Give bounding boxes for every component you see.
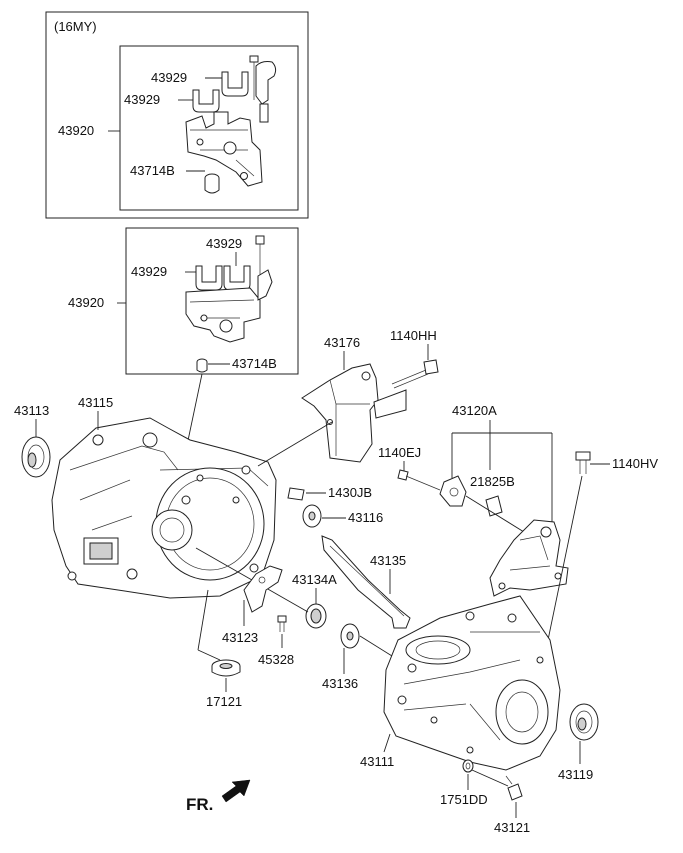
oil-seal-43119: [569, 703, 599, 741]
variant-label: (16MY): [54, 19, 97, 34]
callout-43714b-top: 43714B: [130, 163, 175, 178]
front-label: FR.: [186, 795, 213, 814]
callout-43920-top: 43920: [58, 123, 94, 138]
seal-43134a: [305, 603, 327, 629]
bolt-1140hv: [575, 451, 591, 474]
shift-bracket-16my: [185, 55, 277, 194]
callout-1140hh: 1140HH: [390, 328, 437, 343]
callout-1751dd: 1751DD: [440, 792, 488, 807]
callout-43176: 43176: [324, 335, 360, 350]
callout-1430jb: 1430JB: [328, 485, 372, 500]
plug-43121: [505, 775, 523, 801]
transmission-case: [383, 595, 561, 771]
callout-43929-a: 43929: [151, 70, 187, 85]
washer-17121: [211, 659, 241, 677]
clutch-housing: [51, 417, 277, 599]
bolt-1140hh: [391, 359, 439, 389]
plate-43136: [340, 623, 360, 649]
bracket-43176: [301, 363, 407, 463]
callout-43111: 43111: [360, 754, 394, 769]
pin-1430jb: [287, 487, 305, 501]
bolt-1140ej: [397, 469, 441, 491]
callout-43116: 43116: [348, 510, 383, 525]
callout-43714b-mid: 43714B: [232, 356, 277, 371]
callout-1140hv: 1140HV: [612, 456, 658, 471]
mount-bracket: [489, 519, 569, 597]
callout-21825b: 21825B: [470, 474, 515, 489]
16my-inner-box: [119, 45, 299, 211]
callout-43929-b: 43929: [124, 92, 160, 107]
bracket-43123: [243, 565, 283, 613]
bracket-box: [125, 227, 299, 375]
front-arrow-icon: [221, 779, 251, 803]
callout-45328: 45328: [258, 652, 294, 667]
bolt-45328: [277, 615, 287, 632]
callout-17121: 17121: [206, 694, 242, 709]
washer-43116: [302, 504, 322, 528]
shift-bracket: [185, 235, 273, 373]
callout-43121: 43121: [494, 820, 530, 835]
callout-43929-c: 43929: [206, 236, 242, 251]
callout-43920-mid: 43920: [68, 295, 104, 310]
guide-43135: [321, 535, 411, 629]
washer-1751dd: [462, 759, 474, 773]
callout-43136: 43136: [322, 676, 358, 691]
callout-43115: 43115: [78, 395, 113, 410]
oil-seal-43113: [21, 436, 51, 478]
callout-43119: 43119: [558, 767, 593, 782]
callout-43135: 43135: [370, 553, 406, 568]
callout-43134a: 43134A: [292, 572, 337, 587]
callout-1140ej: 1140EJ: [378, 445, 421, 460]
16my-outer-box: [45, 11, 309, 219]
callout-43123: 43123: [222, 630, 258, 645]
callout-43113: 43113: [14, 403, 49, 418]
callout-43929-d: 43929: [131, 264, 167, 279]
callout-43120a: 43120A: [452, 403, 497, 418]
